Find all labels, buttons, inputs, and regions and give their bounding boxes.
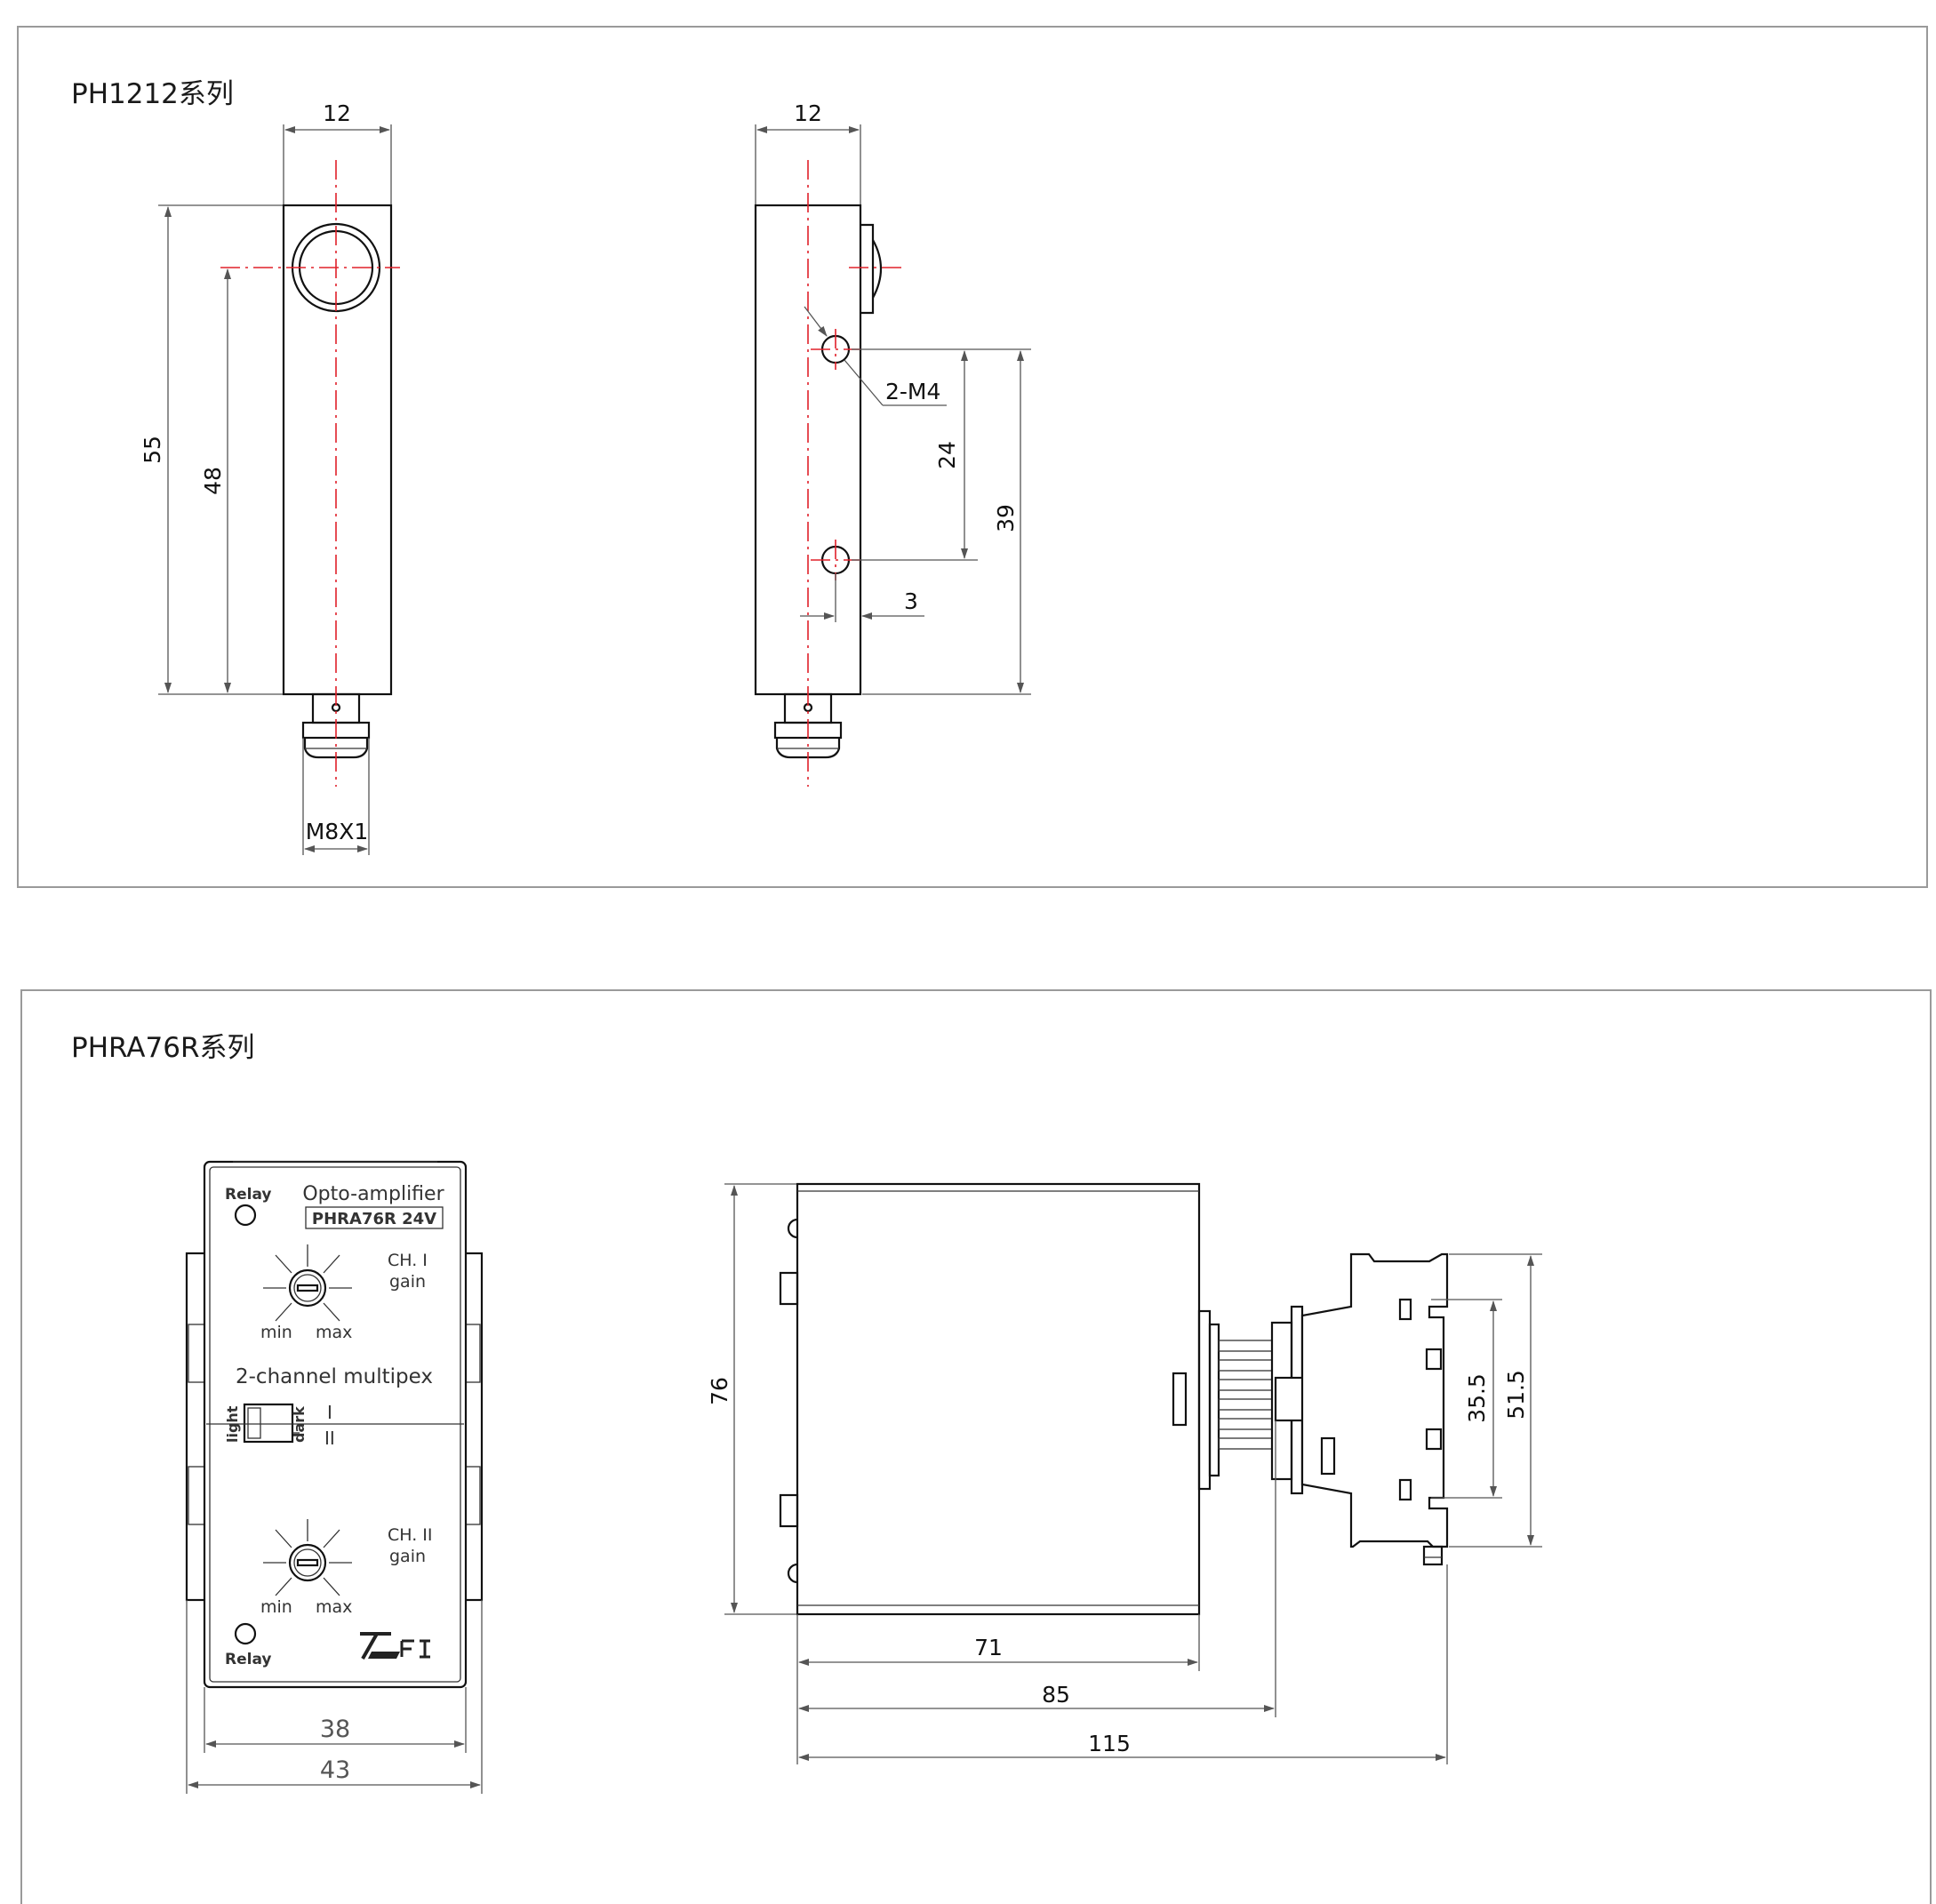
svg-text:Opto-amplifier: Opto-amplifier: [302, 1183, 444, 1205]
svg-text:II: II: [324, 1428, 335, 1449]
svg-text:CH. II: CH. II: [388, 1525, 433, 1545]
amplifier-front-view: Relay Opto-amplifier PHRA76R 24V CH. I g…: [185, 1160, 484, 1689]
svg-text:Relay: Relay: [225, 1186, 271, 1204]
svg-text:12: 12: [794, 100, 822, 126]
svg-text:38: 38: [320, 1716, 350, 1743]
svg-text:35.5: 35.5: [1464, 1373, 1490, 1423]
dim-with-socket: 85: [798, 1420, 1276, 1717]
section-phra76r: PHRA76R系列 Relay Opto-amplifier PHRA76R 2…: [20, 989, 1932, 1904]
brand-logo: [360, 1632, 430, 1660]
dim-holes-callout: 2-M4: [804, 306, 947, 406]
svg-text:max: max: [316, 1323, 352, 1342]
gain-knob-2[interactable]: [263, 1519, 352, 1596]
gain-knob-1[interactable]: [263, 1244, 352, 1322]
section-frame: [17, 26, 1928, 888]
dim-hole-to-bottom: 39: [862, 348, 1031, 695]
amplifier-side-view: [779, 1182, 1449, 1616]
dim-outer-width: 43: [186, 1600, 483, 1794]
dim-height: 76: [707, 1183, 796, 1615]
svg-text:PHRA76R 24V: PHRA76R 24V: [312, 1210, 436, 1228]
svg-text:76: 76: [707, 1377, 732, 1405]
sensor-side-view: [754, 160, 907, 787]
section-frame-2: [20, 989, 1932, 1904]
dim-hole-spacing: 24: [852, 348, 978, 561]
svg-text:gain: gain: [389, 1272, 426, 1292]
section-title-2: PHRA76R系列: [71, 1032, 254, 1064]
svg-text:71: 71: [974, 1635, 1003, 1660]
dim-front-width: 12: [283, 100, 392, 204]
svg-text:24: 24: [934, 441, 960, 469]
svg-text:Relay: Relay: [225, 1651, 271, 1668]
svg-text:M8X1: M8X1: [306, 819, 369, 844]
svg-text:3: 3: [904, 588, 918, 614]
dim-body-depth: 71: [796, 1614, 1200, 1764]
section-ph1212: PH1212系列 12 55 4: [17, 26, 1928, 888]
dim-lens-offset: 48: [200, 268, 231, 693]
dim-rail-outer: 51.5: [1449, 1253, 1542, 1548]
connector-pins: [1218, 1340, 1273, 1450]
sensor-front-view: [220, 160, 400, 787]
svg-text:min: min: [260, 1323, 292, 1342]
svg-text:12: 12: [323, 100, 351, 126]
svg-text:gain: gain: [389, 1547, 426, 1566]
svg-text:39: 39: [993, 504, 1019, 532]
svg-text:max: max: [316, 1597, 352, 1617]
section-title: PH1212系列: [71, 78, 234, 110]
svg-text:51.5: 51.5: [1503, 1370, 1529, 1420]
dim-thread: M8X1: [302, 738, 370, 855]
svg-text:I: I: [327, 1402, 332, 1423]
svg-text:55: 55: [140, 436, 165, 464]
dim-inner-width: 38: [204, 1687, 467, 1753]
dim-rail-inner: 35.5: [1431, 1299, 1502, 1499]
svg-text:2-channel multipex: 2-channel multipex: [236, 1365, 433, 1388]
svg-text:2-M4: 2-M4: [885, 379, 940, 404]
svg-text:CH. I: CH. I: [388, 1251, 428, 1270]
dim-side-width: 12: [755, 100, 861, 204]
svg-text:43: 43: [320, 1756, 350, 1784]
svg-text:48: 48: [200, 467, 226, 495]
mode-switch[interactable]: [243, 1403, 300, 1444]
dim-total-height: 55: [140, 204, 283, 695]
svg-text:115: 115: [1088, 1731, 1131, 1756]
dim-hole-edge: 3: [800, 573, 924, 622]
svg-text:min: min: [260, 1597, 292, 1617]
dim-total-depth: 115: [798, 1564, 1448, 1764]
svg-text:85: 85: [1042, 1682, 1070, 1708]
